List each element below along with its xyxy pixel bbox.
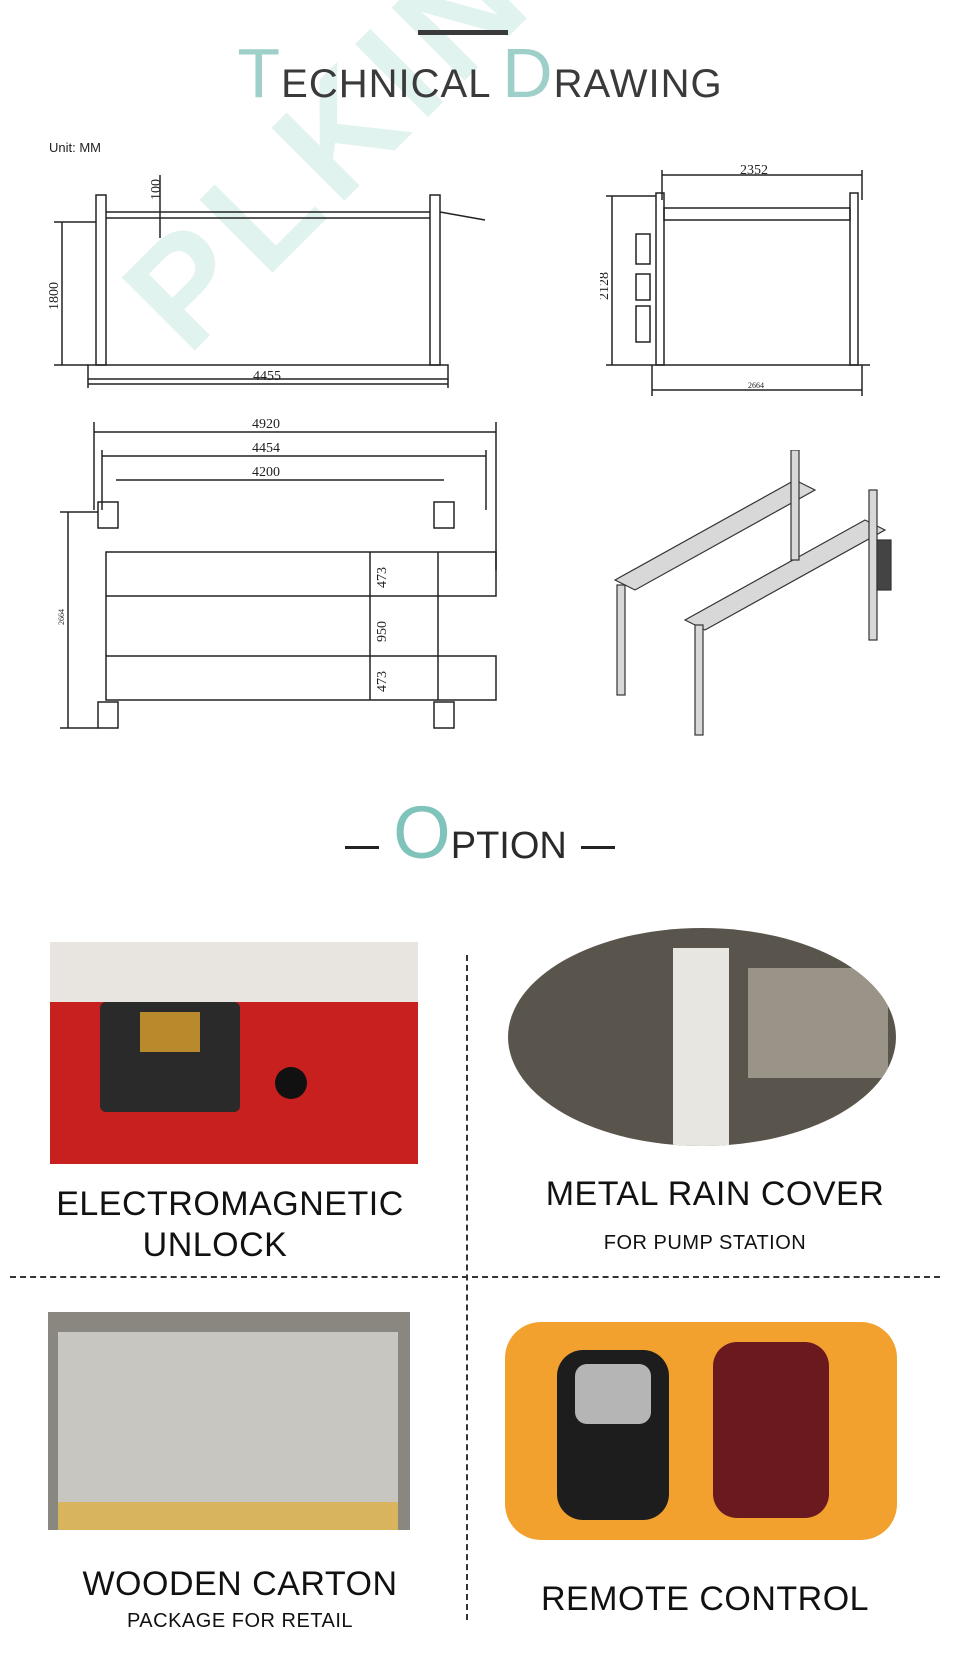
cable-hole — [275, 1067, 307, 1099]
header-bar — [418, 30, 508, 35]
rain-cover-box — [673, 948, 729, 1146]
dim-label: 473 — [375, 567, 390, 588]
title-initial: T — [237, 34, 282, 112]
option-title-remote-control: REMOTE CONTROL — [540, 1580, 870, 1618]
option-photo-metal-rain-cover — [508, 928, 896, 1146]
title-initial: O — [393, 791, 451, 874]
unit-label: Unit: MM — [49, 140, 101, 155]
dim-label: 4454 — [252, 441, 280, 456]
option-subtitle-pump-station: FOR PUMP STATION — [603, 1232, 807, 1254]
remote-red — [713, 1342, 829, 1518]
carton-contents — [58, 1332, 398, 1522]
title-initial: D — [502, 34, 554, 112]
option-photo-remote-control — [505, 1322, 897, 1540]
title-word: ECHNICAL — [281, 62, 490, 106]
dim-label: 2128 — [600, 272, 612, 300]
vertical-divider — [466, 955, 468, 1620]
dim-label: 473 — [375, 671, 390, 692]
option-title-electromagnetic: ELECTROMAGNETIC — [56, 1185, 404, 1223]
magnet-coil — [140, 1012, 200, 1052]
option-photo-wooden-carton — [48, 1312, 410, 1530]
isometric-drawing — [613, 450, 892, 736]
dim-label: 4920 — [252, 417, 280, 432]
option-title-metal-rain-cover: METAL RAIN COVER — [545, 1175, 885, 1213]
front-elevation-drawing: 2352 2128 2664 — [600, 163, 870, 396]
remote-black-buttons — [575, 1364, 651, 1424]
dim-label: 2664 — [748, 381, 764, 390]
dim-label: 4455 — [253, 369, 281, 384]
dim-label: 100 — [149, 179, 164, 200]
option-title-unlock: UNLOCK — [142, 1226, 288, 1264]
title-dash — [580, 846, 615, 850]
dim-label: 4200 — [252, 465, 280, 480]
option-photo-electromagnetic-unlock — [50, 942, 418, 1164]
title-word: PTION — [450, 825, 567, 867]
dim-label: 950 — [375, 621, 390, 642]
photo-background — [50, 942, 418, 1002]
carton-wood — [58, 1502, 398, 1530]
side-elevation-drawing: 100 1800 4455 — [47, 175, 486, 388]
option-subtitle-package-for-retail: PACKAGE FOR RETAIL — [126, 1610, 354, 1632]
dim-label: 2352 — [740, 163, 768, 178]
photo-ceiling — [748, 968, 888, 1078]
title-word: RAWING — [553, 62, 723, 106]
plan-view-drawing: 4920 4454 4200 2664 473 950 473 — [57, 417, 497, 729]
section-title-option: OPTION — [0, 796, 960, 870]
horizontal-divider — [10, 1276, 940, 1278]
section-title-technical-drawing: TECHNICAL DRAWING — [0, 38, 960, 108]
option-title-wooden-carton: WOODEN CARTON — [82, 1565, 398, 1603]
title-dash — [345, 846, 380, 850]
dim-label: 2664 — [57, 609, 66, 625]
dim-label: 1800 — [47, 282, 62, 310]
